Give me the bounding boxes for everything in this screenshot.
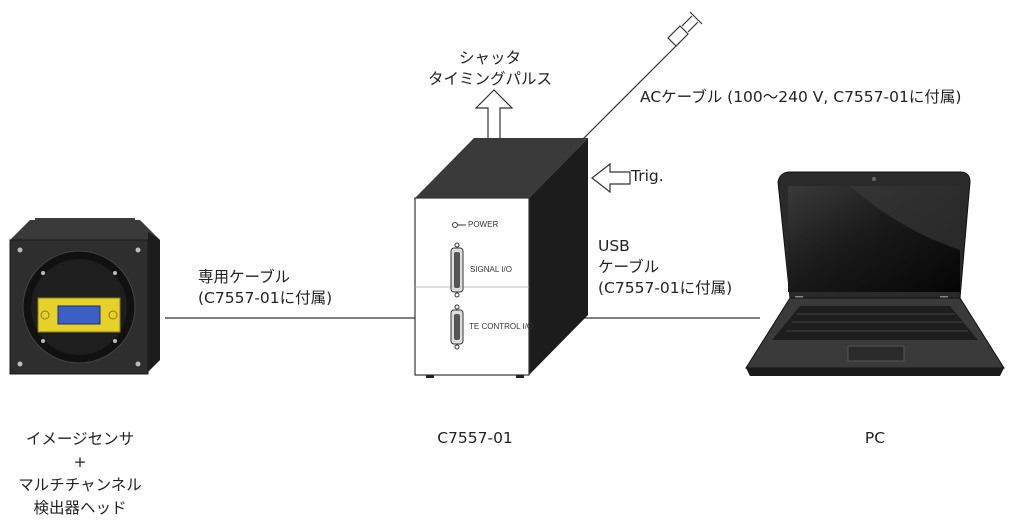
trig-label: Trig.	[631, 167, 664, 185]
usb-cable-label-line3: (C7557-01に付属)	[598, 279, 733, 297]
usb-cable-label-line2: ケーブル	[598, 258, 660, 276]
sensor-window	[57, 305, 101, 325]
ac-cable-line	[571, 41, 681, 151]
panel-te-control-io-label: TE CONTROL I/O	[469, 322, 534, 331]
shutter-label: シャッタ タイミングパルス	[420, 48, 560, 90]
controller-box	[414, 138, 588, 378]
sensor-head-label: イメージセンサ + マルチチャンネル 検出器ヘッド	[5, 428, 155, 520]
panel-signal-io-label: SIGNAL I/O	[470, 265, 512, 274]
sensor-head-label-line4: 検出器ヘッド	[33, 499, 127, 517]
dedicated-cable-label: 専用ケーブル (C7557-01に付属)	[198, 267, 332, 309]
controller-label: C7557-01	[437, 429, 513, 447]
panel-power-label: POWER	[468, 220, 499, 229]
ac-cable-label: ACケーブル (100～240 V, C7557-01に付属)	[640, 88, 962, 106]
ac-plug-icon	[667, 11, 703, 47]
camera-head	[9, 218, 160, 375]
trig-arrow-icon	[591, 162, 631, 194]
shutter-label-line2: タイミングパルス	[427, 70, 552, 88]
dedicated-cable-label-line2: (C7557-01に付属)	[198, 289, 333, 307]
te-control-io-connector	[450, 304, 464, 350]
sensor-head-label-line3: マルチチャンネル	[18, 476, 142, 494]
shutter-label-line1: シャッタ	[458, 49, 521, 67]
sensor-head-label-line1: イメージセンサ	[25, 430, 135, 448]
pc-label: PC	[864, 429, 886, 447]
usb-cable-label-line1: USB	[598, 237, 630, 255]
signal-io-connector	[450, 242, 464, 298]
laptop-pc	[745, 171, 1005, 376]
usb-cable-label: USB ケーブル (C7557-01に付属)	[598, 236, 732, 299]
dedicated-cable-label-line1: 専用ケーブル	[198, 268, 291, 286]
sensor-head-label-line2: +	[73, 453, 87, 471]
